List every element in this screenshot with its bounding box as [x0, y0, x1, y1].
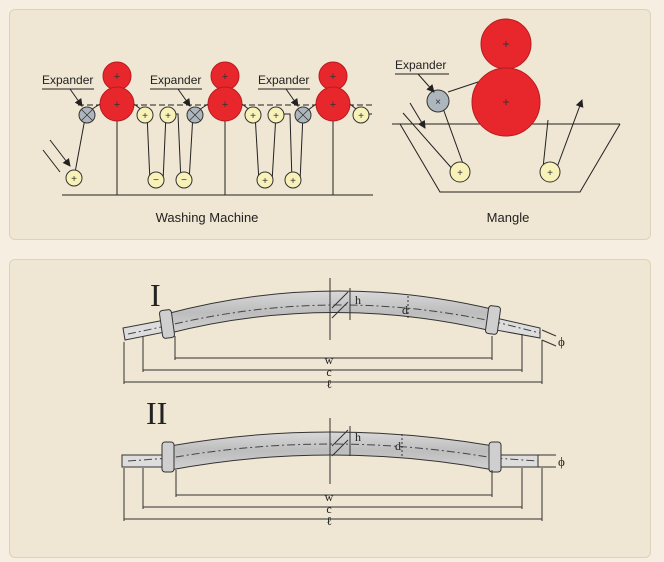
svg-text:c: c	[326, 502, 331, 516]
bow-roll-2-diagram: II h d w c	[121, 395, 565, 528]
washing-expander-label-3: Expander	[258, 73, 310, 107]
washing-machine-title: Washing Machine	[156, 210, 259, 225]
svg-text:h: h	[355, 430, 361, 444]
svg-text:w: w	[325, 353, 334, 367]
svg-text:+: +	[114, 99, 120, 111]
mangle-expander-roll: ×	[426, 89, 450, 113]
svg-text:+: +	[273, 111, 279, 122]
mangle-guide-rolls: + +	[449, 161, 561, 183]
svg-text:c: c	[326, 365, 331, 379]
svg-text:+: +	[114, 71, 120, 83]
svg-text:+: +	[330, 99, 336, 111]
svg-text:+: +	[330, 71, 336, 83]
svg-text:+: +	[142, 111, 148, 122]
svg-text:Expander: Expander	[150, 73, 201, 87]
bow-roll-2-roman: II	[146, 395, 167, 431]
svg-text:d: d	[402, 303, 408, 317]
svg-text:ℓ: ℓ	[326, 514, 332, 528]
svg-text:+: +	[165, 111, 171, 122]
svg-text:+: +	[502, 95, 509, 109]
washing-expander-roll-3	[294, 106, 312, 124]
svg-text:×: ×	[435, 97, 441, 108]
svg-text:+: +	[222, 71, 228, 83]
svg-text:−: −	[181, 175, 187, 186]
mangle-diagram	[392, 77, 621, 193]
mangle-expander-label: Expander	[395, 58, 449, 93]
bow-roll-1-roman: I	[150, 277, 161, 313]
svg-text:+: +	[71, 174, 77, 185]
washing-guide-rolls: + + + − − + + + + +	[65, 106, 370, 189]
svg-text:Expander: Expander	[42, 73, 93, 87]
svg-text:+: +	[502, 37, 509, 51]
svg-text:+: +	[457, 168, 463, 179]
svg-text:−: −	[153, 175, 159, 186]
svg-text:ϕ: ϕ	[558, 334, 565, 349]
svg-text:ℓ: ℓ	[326, 377, 332, 391]
washing-expander-label-1: Expander	[42, 73, 94, 107]
bow-roll-1-diagram: I h d w c ℓ	[122, 277, 565, 391]
svg-text:+: +	[290, 176, 296, 187]
svg-text:d: d	[395, 439, 401, 453]
mangle-red-rolls: + +	[471, 18, 541, 137]
washing-expander-roll-1	[78, 106, 96, 124]
svg-text:+: +	[262, 176, 268, 187]
svg-text:+: +	[222, 99, 228, 111]
svg-text:+: +	[547, 168, 553, 179]
svg-text:Expander: Expander	[395, 58, 446, 72]
washing-red-roll-group-3: + +	[315, 61, 351, 122]
washing-red-roll-group-2: + +	[207, 61, 243, 122]
svg-text:+: +	[250, 111, 256, 122]
svg-text:h: h	[355, 293, 361, 307]
washing-expander-label-2: Expander	[150, 73, 202, 107]
washing-red-roll-group-1: + +	[99, 61, 135, 122]
svg-text:ϕ: ϕ	[558, 454, 565, 469]
svg-text:+: +	[358, 111, 364, 122]
washing-expander-roll-2	[186, 106, 204, 124]
svg-text:Expander: Expander	[258, 73, 309, 87]
mangle-title: Mangle	[487, 210, 530, 225]
svg-text:w: w	[325, 490, 334, 504]
